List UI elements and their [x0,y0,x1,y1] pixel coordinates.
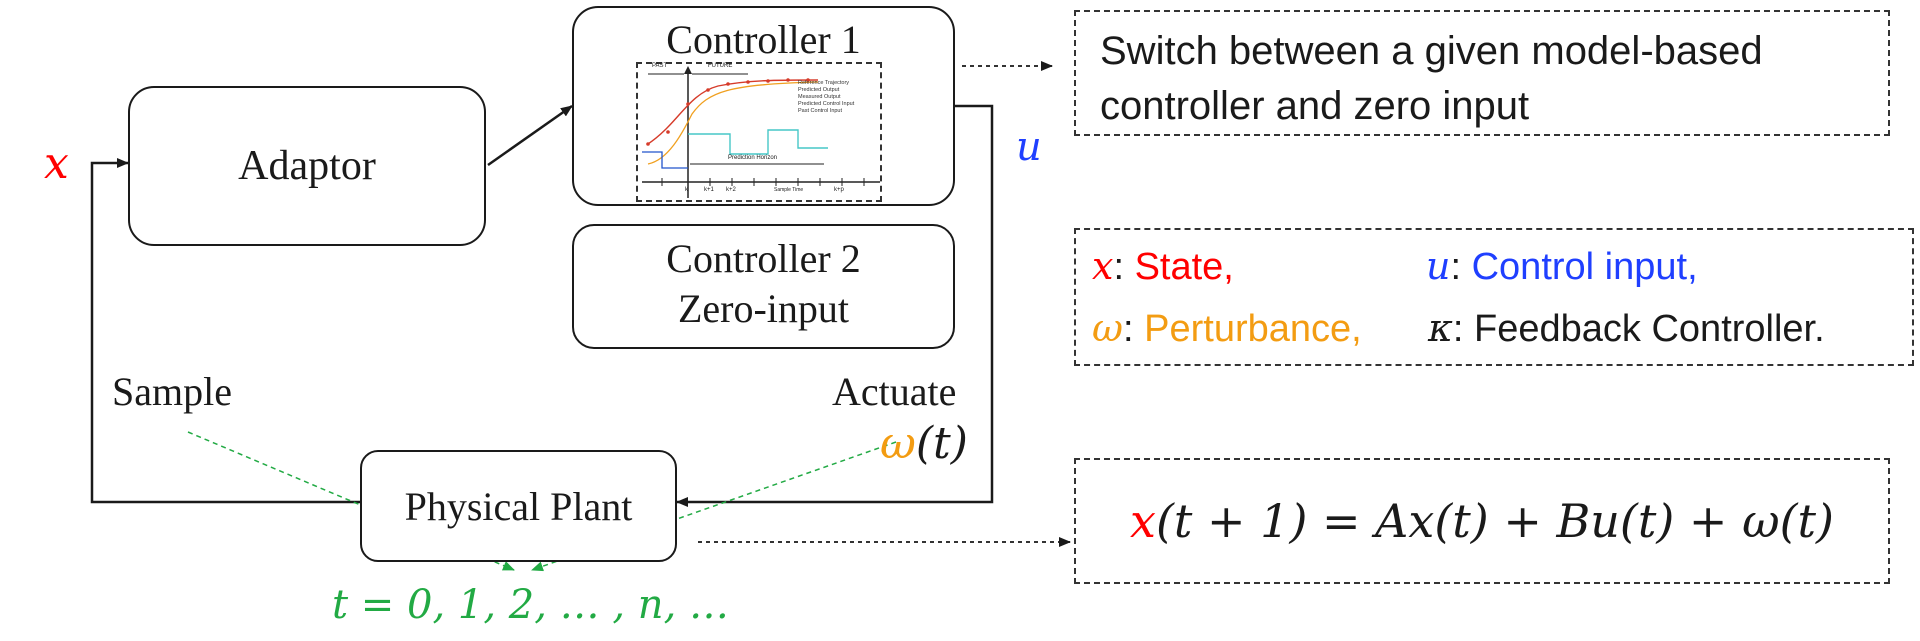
switch-note-line1: Switch between a given model-based [1100,29,1763,73]
controller2-block[interactable]: Controller 2 Zero-input [572,224,955,349]
control-label-u: u [1016,124,1042,170]
legend-perturbance-symbol: ω [1092,306,1123,350]
legend-perturbance: ω: Perturbance, [1092,306,1362,350]
adaptor-block[interactable]: Adaptor [128,86,486,246]
sample-label: Sample [112,369,232,414]
mpc-horizon-label: Prediction Horizon [728,155,778,161]
legend-state-text: State, [1134,246,1234,288]
controller2-label: Controller 2 [666,236,861,281]
omega-argument: (t) [915,418,968,469]
equation-box: x(t + 1) = Ax(t) + Bu(t) + ω(t) [1074,458,1890,584]
mpc-tick-k2: k+2 [726,187,736,193]
mpc-legend-item: Predicted Control Input [798,101,855,107]
actuate-line [531,441,897,572]
legend-control-text: Control input, [1471,246,1698,288]
omega-symbol: ω [880,418,916,469]
time-steps-label: t = 0, 1, 2, … , n, … [332,582,729,628]
mpc-past-label: PAST [652,63,668,69]
mpc-tick-k: k [685,187,688,193]
legend-feedback: κ: Feedback Controller. [1428,306,1825,350]
mpc-legend: Reference Trajectory Predicted Output Me… [798,80,854,115]
perturbance-label: ω(t) [880,418,968,469]
mpc-legend-item: Past Control Input [798,108,843,114]
mpc-thumbnail: PAST FUTURE Prediction Horizon Sample Ti… [636,62,882,202]
controller1-label: Controller 1 [666,17,861,62]
controller1-block[interactable]: Controller 1 [572,6,955,206]
legend-feedback-text: Feedback Controller. [1474,308,1825,350]
state-label-x: x [44,138,69,189]
mpc-tick-kp: k+p [834,187,844,193]
legend-control: u: Control input, [1426,244,1698,288]
legend-state: x: State, [1092,244,1234,288]
adaptor-to-controller-arrow [487,104,573,167]
physical-plant-block[interactable]: Physical Plant [360,450,677,562]
mpc-tick-k1: k+1 [704,187,714,193]
mpc-legend-item: Predicted Output [798,87,840,93]
symbol-legend-box: x: State, u: Control input, ω: Perturban… [1074,228,1914,366]
controller2-sublabel: Zero-input [677,286,850,331]
switch-note-box: Switch between a given model-based contr… [1074,10,1890,136]
legend-control-symbol: u [1426,244,1451,288]
switch-note-line2: controller and zero input [1100,84,1530,128]
mpc-future-label: FUTURE [708,63,733,69]
equation-lhs: x [1130,494,1156,548]
mpc-legend-item: Measured Output [798,94,841,100]
mpc-legend-item: Reference Trajectory [798,80,850,86]
adaptor-label: Adaptor [238,143,376,189]
control-output-line [676,104,994,507]
equation-rest: (t + 1) = Ax(t) + Bu(t) + ω(t) [1155,494,1834,548]
mpc-plot [642,66,880,198]
actuate-label: Actuate [832,369,957,414]
legend-feedback-symbol: κ [1428,306,1453,350]
mpc-sample-time-label: Sample Time [774,187,804,193]
legend-state-symbol: x [1092,244,1114,288]
physical-plant-label: Physical Plant [404,483,633,529]
legend-perturbance-text: Perturbance, [1144,308,1362,350]
feedback-line [90,158,360,504]
